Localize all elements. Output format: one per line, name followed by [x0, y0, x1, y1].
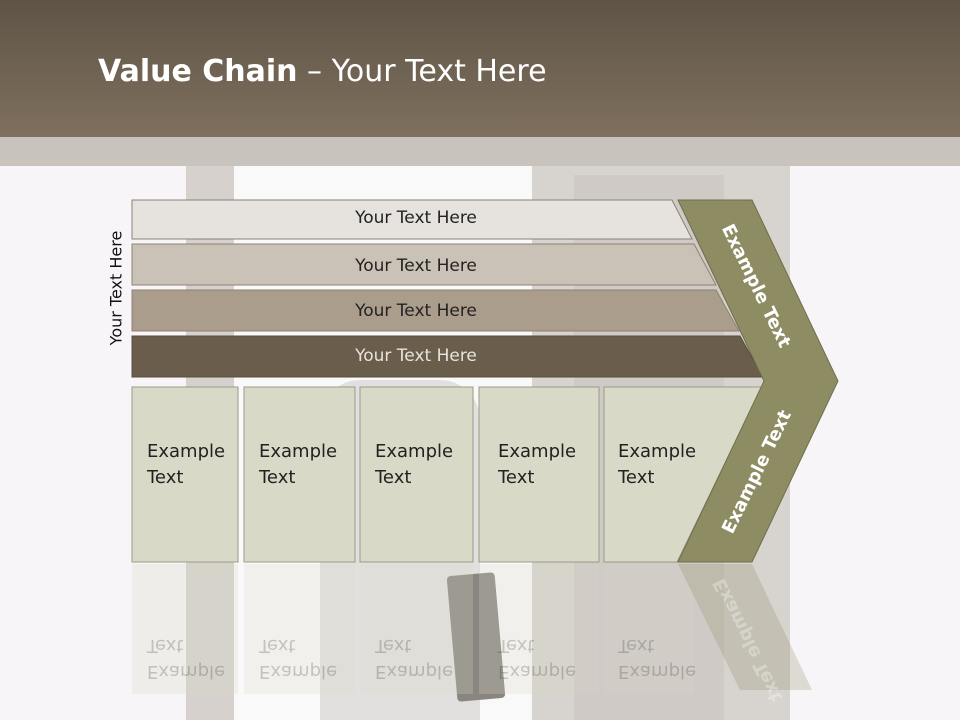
box-1-label-reflection: Example Text: [147, 632, 225, 684]
reflection-group: [132, 564, 812, 694]
row-3-shape: [131, 289, 740, 332]
box-4-reflection-line2: Text: [498, 635, 535, 656]
box-5-label-reflection: Example Text: [618, 632, 696, 684]
box-1-line2: Text: [147, 467, 184, 488]
box-1-line1: Example: [147, 441, 226, 462]
box-2-shape: [243, 386, 356, 563]
box-3-reflection: [360, 564, 473, 694]
title-bold: Value Chain: [98, 54, 298, 89]
box-2-line2: Text: [259, 467, 296, 488]
page-title: Value Chain – Your Text Here: [98, 54, 547, 89]
box-3-line1: Example: [375, 441, 454, 462]
box-1-shape: [131, 386, 239, 563]
row-1-shape: [131, 199, 693, 240]
box-1-reflection-line2: Text: [147, 635, 184, 656]
chevron-arrow: [677, 199, 839, 563]
row-2-shape: [131, 243, 717, 286]
row-4-label: Your Text Here: [355, 346, 477, 366]
box-3-line2: Text: [375, 467, 412, 488]
title-rest: – Your Text Here: [297, 54, 547, 89]
box-4-shape: [478, 386, 600, 563]
box-5-line1: Example: [618, 441, 697, 462]
box-5-reflection-line1: Example: [618, 661, 697, 682]
header-bar: [0, 0, 960, 137]
box-4-reflection-line1: Example: [498, 661, 577, 682]
box-3-reflection-line1: Example: [375, 661, 454, 682]
row-3-label: Your Text Here: [355, 301, 477, 321]
box-1-reflection-line1: Example: [147, 661, 226, 682]
box-4-line1: Example: [498, 441, 577, 462]
box-5-line2: Text: [618, 467, 655, 488]
header-band: [0, 137, 960, 166]
box-1-reflection: [132, 564, 238, 694]
box-3-shape: [359, 386, 474, 563]
box-3-reflection-line2: Text: [375, 635, 412, 656]
box-4-line2: Text: [498, 467, 535, 488]
box-4-label-reflection: Example Text: [498, 632, 576, 684]
row-1-label: Your Text Here: [355, 208, 477, 228]
box-2-reflection: [244, 564, 355, 694]
box-5-reflection-line2: Text: [618, 635, 655, 656]
row-2-label: Your Text Here: [355, 256, 477, 276]
box-4-reflection: [479, 564, 599, 694]
box-2-line1: Example: [259, 441, 338, 462]
chevron-reflection: [678, 564, 812, 690]
box-2-reflection-line1: Example: [259, 661, 338, 682]
box-2-label-reflection: Example Text: [259, 632, 337, 684]
box-5-reflection: [604, 564, 694, 694]
box-3-label-reflection: Example Text: [375, 632, 453, 684]
box-5-shape: [603, 386, 763, 563]
box-2-reflection-line2: Text: [259, 635, 296, 656]
